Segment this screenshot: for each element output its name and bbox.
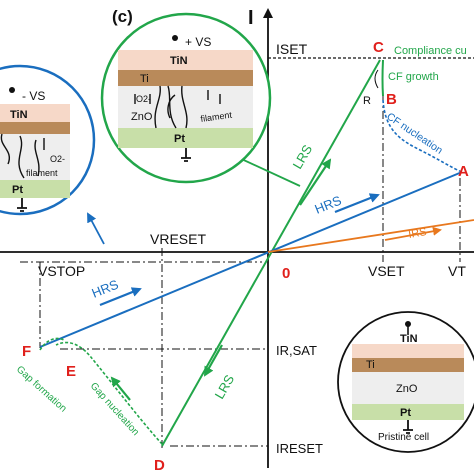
label-vset: VSET [368, 263, 405, 279]
cf-nucleation-curve [382, 99, 463, 173]
reset-cell-bias: - VS [22, 89, 45, 103]
pristine-cell-caption: Pristine cell [378, 432, 429, 443]
gap-nucleation-curve [55, 341, 163, 445]
point-f: F [22, 343, 31, 360]
reset-cell-bottom: Pt [12, 184, 23, 196]
label-vreset: VRESET [150, 231, 206, 247]
pristine-cell-mid: Ti [366, 359, 375, 371]
irs-line [267, 219, 474, 253]
label-r: R [363, 95, 371, 107]
pristine-cell-top: TiN [400, 333, 418, 345]
gap-formation-curve [39, 337, 65, 351]
label-irs: IRS [407, 226, 427, 241]
set-cell-bias: + VS [185, 35, 211, 49]
reset-cell-ion: O2- [50, 154, 65, 164]
pristine-cell-oxide: ZnO [396, 383, 418, 395]
arrow-hrs-upper [334, 193, 380, 214]
hrs-line [39, 171, 463, 348]
label-gap-formation: Gap formation [14, 364, 68, 415]
point-b: B [386, 91, 397, 108]
label-vstop: VSTOP [38, 263, 85, 279]
angle-arc-r [374, 69, 379, 89]
lrs-line [161, 59, 381, 447]
arrow-gap-nucleation [110, 376, 131, 401]
label-vt: VT [448, 263, 466, 279]
set-cell-oxide: ZnO [131, 111, 153, 123]
reset-cell-filament: filament [26, 168, 58, 178]
set-cell-top: TiN [170, 55, 188, 67]
point-e: E [66, 363, 76, 380]
panel-label: (c) [112, 7, 133, 26]
set-cell-illustration: + VS TiN Ti O2- ZnO filament Pt [100, 12, 272, 184]
cf-growth-curve [381, 59, 384, 97]
arrow-lrs-upper [299, 158, 332, 206]
label-irsat: IR,SAT [276, 343, 317, 358]
reset-cell-top: TiN [10, 109, 28, 121]
i-axis-label: I [248, 7, 254, 29]
point-a: A [458, 163, 469, 180]
set-cell-mid: Ti [140, 73, 149, 85]
label-compliance: Compliance cu [394, 45, 467, 57]
pristine-cell-bottom: Pt [400, 407, 411, 419]
point-c: C [373, 39, 384, 56]
arrow-irs [384, 226, 442, 241]
label-isec: ISET [276, 41, 308, 57]
arrow-lrs-lower [204, 344, 223, 377]
label-origin: 0 [282, 265, 290, 282]
label-hrs-lower: HRS [90, 276, 121, 300]
label-hrs-upper: HRS [313, 192, 344, 216]
reset-cell-illustration: - VS TiN O2- filament Pt [0, 64, 96, 216]
pristine-cell-illustration: TiN Ti ZnO Pt Pristine cell [337, 311, 474, 453]
set-cell-ion: O2- [136, 94, 151, 104]
label-lrs-lower: LRS [212, 372, 238, 402]
label-cf-nucleation: CF nucleation [384, 111, 445, 157]
label-ireset: IRESET [276, 441, 323, 456]
point-d: D [154, 457, 165, 474]
set-cell-filament: filament [200, 110, 233, 124]
set-cell-bottom: Pt [174, 133, 185, 145]
label-cf-growth: CF growth [388, 71, 439, 83]
arrow-hrs-lower [99, 287, 142, 307]
callout-reset-cell [87, 212, 105, 245]
label-lrs-upper: LRS [290, 142, 316, 172]
